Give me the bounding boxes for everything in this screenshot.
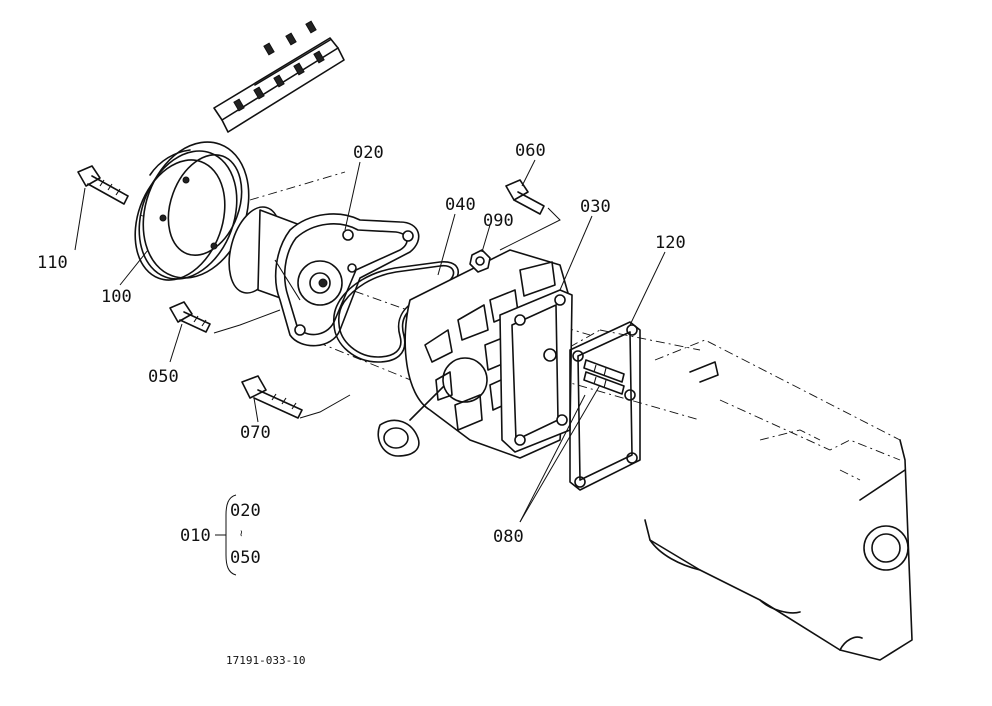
- leader-lines: [74, 159, 666, 523]
- gasket-040: [332, 261, 460, 363]
- engine-block: [644, 339, 913, 661]
- kit-label-010: 010: [180, 526, 211, 546]
- bolt-050: [169, 301, 211, 333]
- label-050: 050: [148, 367, 179, 387]
- gasket-120: [569, 321, 641, 491]
- label-090: 090: [483, 211, 514, 231]
- kit-label-050: 050: [230, 548, 261, 568]
- kit-label-020: 020: [230, 501, 261, 521]
- label-020: 020: [353, 143, 384, 163]
- kit-range-tilde: ~: [235, 530, 248, 537]
- water-pump-020: [228, 206, 420, 347]
- label-070: 070: [240, 423, 271, 443]
- label-040: 040: [445, 195, 476, 215]
- label-060: 060: [515, 141, 546, 161]
- part-labels: 020 060 040 090 030 120 110 100 050 070 …: [37, 141, 686, 547]
- label-100: 100: [101, 287, 132, 307]
- label-080: 080: [493, 527, 524, 547]
- bolt-060: [505, 179, 545, 215]
- label-030: 030: [580, 197, 611, 217]
- fan-belt: [213, 20, 345, 133]
- nut-090: [469, 249, 491, 273]
- fan-pulley-100: [134, 141, 250, 281]
- bolt-110: [77, 165, 129, 205]
- bolt-070: [241, 375, 303, 419]
- label-110: 110: [37, 253, 68, 273]
- studs-080: [583, 359, 625, 395]
- label-120: 120: [655, 233, 686, 253]
- kit-legend: 010 020 ~ 050: [180, 494, 261, 576]
- pump-housing-030: [377, 249, 573, 459]
- drawing-number: 17191-033-10: [226, 654, 305, 667]
